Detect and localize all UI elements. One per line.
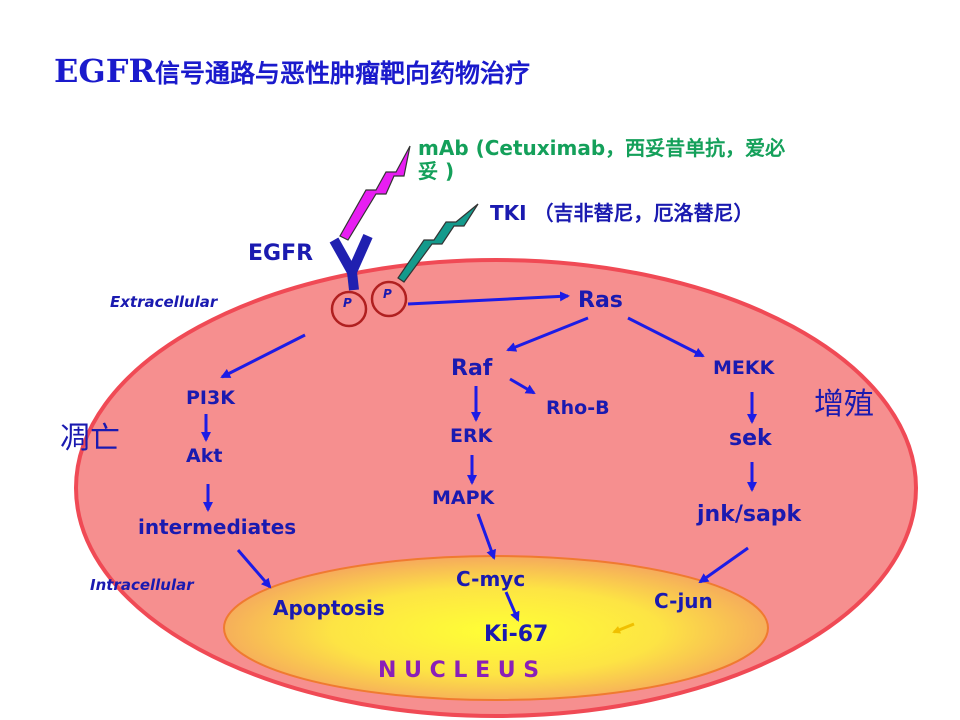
nucleus — [223, 555, 769, 701]
egfr-label: EGFR — [248, 241, 314, 266]
node-mapk: MAPK — [432, 487, 495, 509]
apoptosis-cn-label: 凋亡 — [60, 421, 120, 456]
node-mekk: MEKK — [713, 357, 775, 379]
arrow-mapk-to-cmyc — [476, 513, 496, 560]
nucleus-cjun: C-jun — [654, 589, 713, 613]
mab-label-line1: mAb (Cetuximab，西妥昔单抗，爱必 — [418, 136, 786, 160]
arrow-raf-to-rhob — [509, 377, 536, 395]
node-raf: Raf — [451, 356, 493, 381]
arrow-intermediates-to-apoptosis — [236, 549, 272, 589]
mab-label: mAb (Cetuximab，西妥昔单抗，爱必 妥 ) — [418, 137, 785, 183]
arrow-ras-to-mekk — [627, 316, 705, 358]
arrow-small-yellow — [612, 622, 635, 634]
nucleus-ki67: Ki-67 — [484, 622, 549, 647]
page-title-en: EGFR — [54, 52, 156, 90]
node-akt: Akt — [186, 445, 223, 467]
node-sek: sek — [729, 426, 772, 451]
node-intermediates: intermediates — [138, 515, 297, 539]
phosphate-label-left: P — [343, 296, 352, 310]
arrow-receptor-to-ras — [407, 291, 570, 306]
node-rhob: Rho-B — [546, 397, 610, 419]
mab-lightning-icon — [339, 145, 411, 241]
nucleus-apoptosis: Apoptosis — [273, 596, 385, 620]
tki-label: TKI （吉非替尼，厄洛替尼） — [490, 201, 754, 225]
nucleus-label: N U C L E U S — [378, 658, 540, 683]
intracellular-label: Intracellular — [90, 576, 194, 594]
egfr-receptor-icon — [329, 233, 373, 291]
phosphate-circle-left — [330, 290, 368, 328]
nucleus-cmyc: C-myc — [456, 567, 526, 591]
phosphate-label-right: P — [383, 287, 392, 301]
node-ras: Ras — [578, 288, 623, 313]
arrow-jnk-to-cjun — [698, 546, 749, 584]
arrow-receptor-to-pi3k — [220, 333, 306, 379]
mab-label-line2: 妥 ) — [418, 159, 455, 183]
extracellular-label: Extracellular — [110, 293, 218, 311]
page-title: EGFR信号通路与恶性肿瘤靶向药物治疗 — [54, 52, 530, 90]
node-jnk-sapk: jnk/sapk — [697, 502, 802, 527]
arrow-ras-to-raf — [506, 316, 589, 352]
page-title-cn: 信号通路与恶性肿瘤靶向药物治疗 — [155, 59, 531, 88]
proliferation-cn-label: 增殖 — [814, 387, 874, 422]
phosphate-circle-right — [370, 280, 408, 318]
arrow-cmyc-to-ki67 — [504, 591, 520, 622]
node-erk: ERK — [450, 425, 493, 447]
node-pi3k: PI3K — [186, 387, 235, 409]
tki-lightning-icon — [397, 203, 479, 283]
